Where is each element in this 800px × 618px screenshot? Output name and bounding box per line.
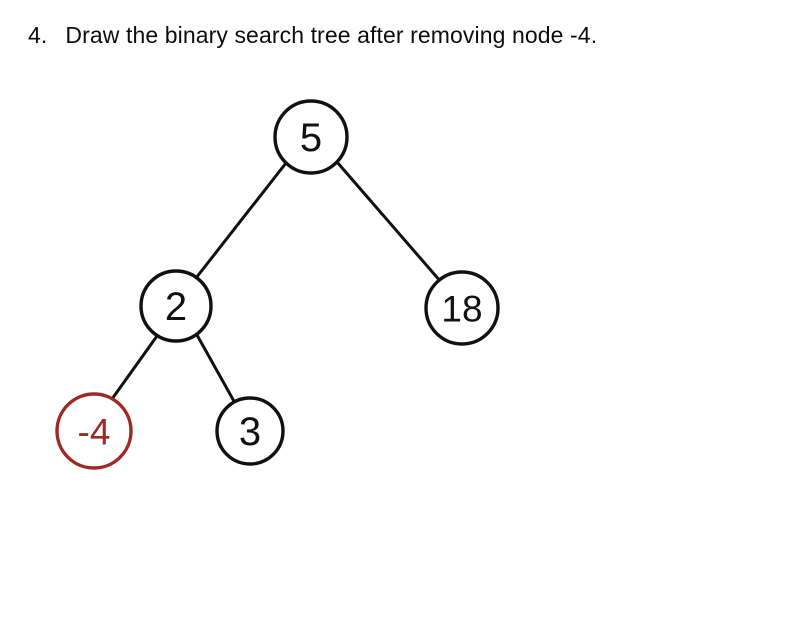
- node-circle: [424, 270, 500, 346]
- node-label: 2: [165, 285, 187, 329]
- node-circle: [139, 269, 213, 343]
- tree-edge-group: [110, 160, 443, 405]
- tree-node-18[interactable]: 18: [424, 270, 500, 346]
- tree-edge-n2-n3: [195, 333, 237, 405]
- tree-node-3[interactable]: 3: [215, 396, 285, 466]
- tree-node-minus4[interactable]: -4: [55, 392, 133, 470]
- node-circle: [215, 396, 285, 466]
- question-number: 4.: [28, 22, 48, 48]
- tree-edge-n5-n2: [194, 161, 288, 280]
- tree-edge-n2-nm4: [110, 334, 159, 401]
- tree-node-2[interactable]: 2: [139, 269, 213, 343]
- question-heading: 4. Draw the binary search tree after remo…: [28, 22, 597, 49]
- node-circle: [273, 99, 349, 175]
- tree-edge-n5-n18: [335, 160, 443, 284]
- tree-node-group: 5 2 18 -4 3: [55, 99, 500, 470]
- question-text: Draw the binary search tree after removi…: [65, 22, 598, 48]
- node-label: 3: [239, 410, 261, 454]
- node-label: -4: [78, 412, 111, 453]
- node-label: 18: [441, 289, 482, 330]
- node-circle: [55, 392, 133, 470]
- node-label: 5: [300, 116, 322, 160]
- tree-node-5[interactable]: 5: [273, 99, 349, 175]
- binary-search-tree-diagram: 5 2 18 -4 3: [0, 70, 800, 500]
